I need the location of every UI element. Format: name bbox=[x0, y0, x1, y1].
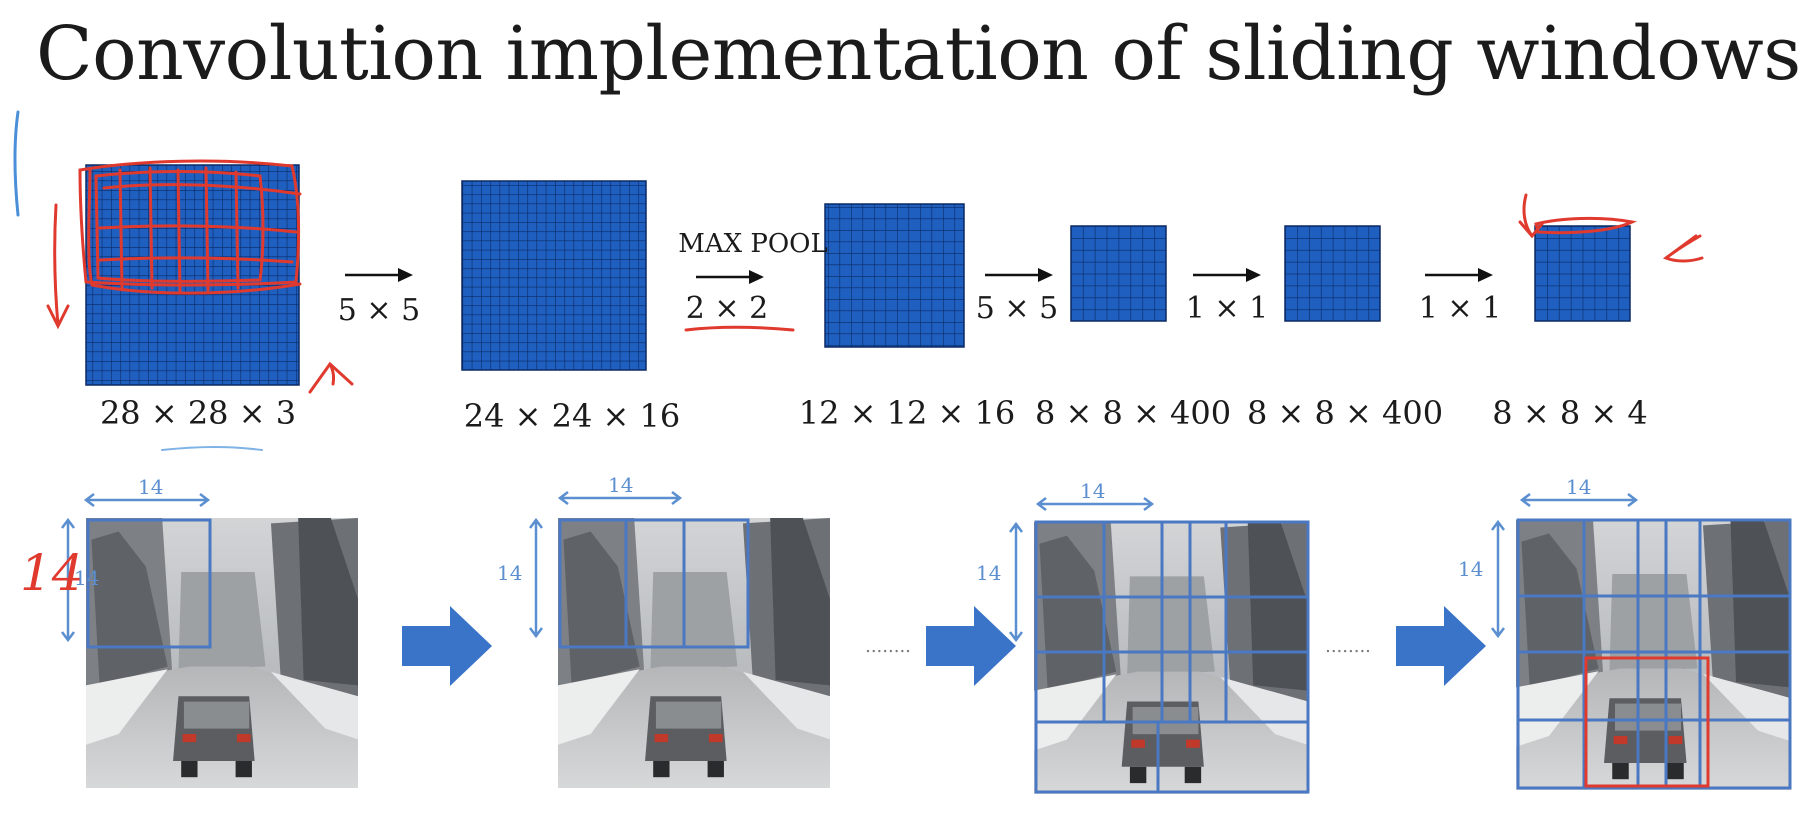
op-label: 2 × 2 bbox=[686, 291, 768, 326]
height-dimension-icon bbox=[529, 517, 543, 639]
volume-fc1 bbox=[1070, 225, 1167, 322]
volume-label: 28 × 28 × 3 bbox=[100, 394, 296, 432]
volume-label: 8 × 8 × 4 bbox=[1492, 394, 1647, 432]
next-arrow-icon bbox=[402, 606, 492, 686]
volume-label: 24 × 24 × 16 bbox=[464, 397, 680, 435]
op-arrow-icon bbox=[696, 270, 764, 284]
road-image bbox=[86, 518, 358, 788]
op-label: 1 × 1 bbox=[1419, 291, 1501, 326]
separator-dots: ........ bbox=[1325, 636, 1371, 657]
width-dimension-label: 14 bbox=[1566, 475, 1591, 499]
op-label: 1 × 1 bbox=[1186, 291, 1268, 326]
width-dimension-icon bbox=[83, 493, 211, 507]
handwritten-bracket bbox=[13, 110, 20, 217]
op-label: 5 × 5 bbox=[338, 293, 420, 328]
volume-pool bbox=[824, 203, 965, 348]
op-label: 5 × 5 bbox=[976, 291, 1058, 326]
detection-window bbox=[1584, 656, 1710, 788]
height-dimension-label: 14 bbox=[74, 566, 99, 590]
op-arrow-icon bbox=[1425, 268, 1493, 282]
height-dimension-icon bbox=[1491, 519, 1505, 639]
handwritten-scribble bbox=[46, 159, 1704, 451]
separator-dots: ........ bbox=[865, 636, 911, 657]
volume-fc2 bbox=[1284, 225, 1381, 322]
height-dimension-label: 14 bbox=[1458, 557, 1483, 581]
height-dimension-icon bbox=[1009, 521, 1023, 643]
volume-label: 12 × 12 × 16 bbox=[799, 394, 1015, 432]
width-dimension-label: 14 bbox=[1080, 479, 1105, 503]
handwritten-label: 14 bbox=[20, 544, 84, 602]
slide-title: Convolution implementation of sliding wi… bbox=[36, 11, 1801, 97]
op-arrow-icon bbox=[985, 268, 1053, 282]
width-dimension-icon bbox=[1519, 493, 1639, 507]
volume-label: 8 × 8 × 400 bbox=[1035, 394, 1231, 432]
width-dimension-label: 14 bbox=[608, 473, 633, 497]
sliding-window bbox=[1516, 518, 1792, 790]
volume-input bbox=[85, 164, 300, 386]
road-image bbox=[558, 518, 830, 788]
op-caption: MAX POOL bbox=[678, 229, 828, 259]
height-dimension-label: 14 bbox=[976, 561, 1001, 585]
width-dimension-icon bbox=[1035, 497, 1155, 511]
next-arrow-icon bbox=[1396, 606, 1486, 686]
sliding-window bbox=[558, 518, 750, 649]
op-arrow-icon bbox=[345, 268, 413, 282]
sliding-window bbox=[1034, 520, 1310, 794]
width-dimension-label: 14 bbox=[138, 475, 163, 499]
sliding-window bbox=[86, 518, 212, 649]
op-arrow-icon bbox=[1193, 268, 1261, 282]
volume-output bbox=[1534, 225, 1631, 322]
volume-conv1 bbox=[461, 180, 647, 371]
road-image bbox=[1034, 522, 1308, 794]
width-dimension-icon bbox=[557, 491, 683, 505]
height-dimension-icon bbox=[61, 517, 75, 643]
road-image bbox=[1516, 520, 1791, 790]
height-dimension-label: 14 bbox=[497, 561, 522, 585]
volume-label: 8 × 8 × 400 bbox=[1247, 394, 1443, 432]
next-arrow-icon bbox=[926, 606, 1016, 686]
